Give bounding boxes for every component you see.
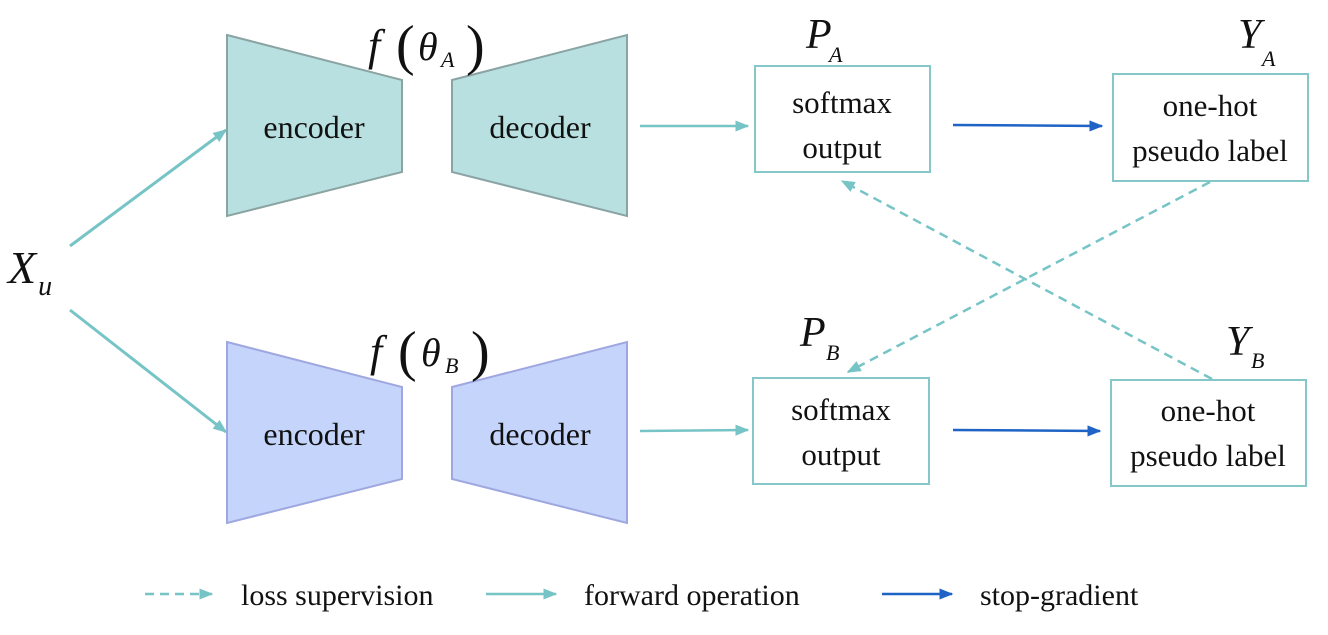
svg-text:f: f [370,327,388,376]
svg-text:f: f [368,21,386,70]
branch-b: encoder decoder f ( θ B ) P B softmax ou… [226,310,1307,525]
encoder-b-shape [226,340,403,525]
onehot-b-box [1110,379,1307,487]
svg-text:θ: θ [418,24,438,69]
softmax-a-to-onehot-arrow [952,120,1104,132]
decoder-b-label: decoder [489,416,591,452]
softmax-b-line2: output [801,437,881,472]
svg-text:A: A [1260,46,1276,71]
pseudo-label-b-symbol: Y B [1226,319,1264,373]
softmax-a-box [754,65,931,173]
svg-text:Y: Y [1238,12,1266,58]
pseudo-label-a-symbol: Y A [1238,12,1276,71]
svg-text:A: A [827,42,843,67]
svg-text:): ) [471,321,490,383]
input-label: Xu [6,242,52,302]
svg-text:Y: Y [1226,319,1254,365]
legend-stop-gradient: stop-gradient [980,579,1139,612]
decoder-a-shape [451,33,628,218]
prob-b-label: P B [799,310,839,365]
softmax-b-to-onehot-arrow [952,425,1102,437]
svg-text:A: A [439,47,455,72]
onehot-a-box [1112,73,1309,182]
svg-text:Xu: Xu [6,242,52,302]
legend-forward-operation: forward operation [584,579,800,612]
svg-text:B: B [1251,348,1264,373]
encoder-a-shape [226,33,403,218]
input-symbol: X [6,242,38,293]
legend-loss-supervision: loss supervision [241,579,434,612]
softmax-b-box [752,377,930,485]
onehot-b-line1: one-hot [1161,393,1256,428]
svg-text:P: P [799,310,826,356]
cross-supervision-yb-to-pa-arrow [840,179,1213,381]
decoder-b-to-softmax-arrow [639,424,750,436]
svg-text:θ: θ [421,330,441,375]
svg-text:P: P [805,12,832,58]
legend: loss supervision forward operation stop-… [145,579,1139,612]
onehot-b-line2: pseudo label [1130,438,1286,473]
branch-a: encoder decoder f ( θ A ) P A softmax ou… [226,12,1309,218]
model-a-label: f ( θ A ) [368,15,485,77]
onehot-a-line2: pseudo label [1132,133,1288,168]
encoder-b-label: encoder [263,416,365,452]
prob-a-label: P A [805,12,843,67]
cross-supervision-ya-to-pb-arrow [846,180,1211,374]
encoder-a-label: encoder [263,109,365,145]
input-subscript: u [38,271,52,302]
input-to-encoder-b-arrow [69,308,228,434]
input-to-encoder-a-arrow [69,128,228,248]
svg-text:(: ( [396,15,415,77]
decoder-b-shape [451,340,628,525]
svg-text:): ) [466,15,485,77]
svg-text:(: ( [398,321,417,383]
onehot-a-line1: one-hot [1163,88,1258,123]
softmax-a-line2: output [802,130,882,165]
softmax-b-line1: softmax [791,392,891,427]
svg-text:B: B [445,353,458,378]
decoder-a-label: decoder [489,109,591,145]
svg-text:B: B [826,340,839,365]
softmax-a-line1: softmax [792,85,892,120]
model-b-label: f ( θ B ) [370,321,490,383]
